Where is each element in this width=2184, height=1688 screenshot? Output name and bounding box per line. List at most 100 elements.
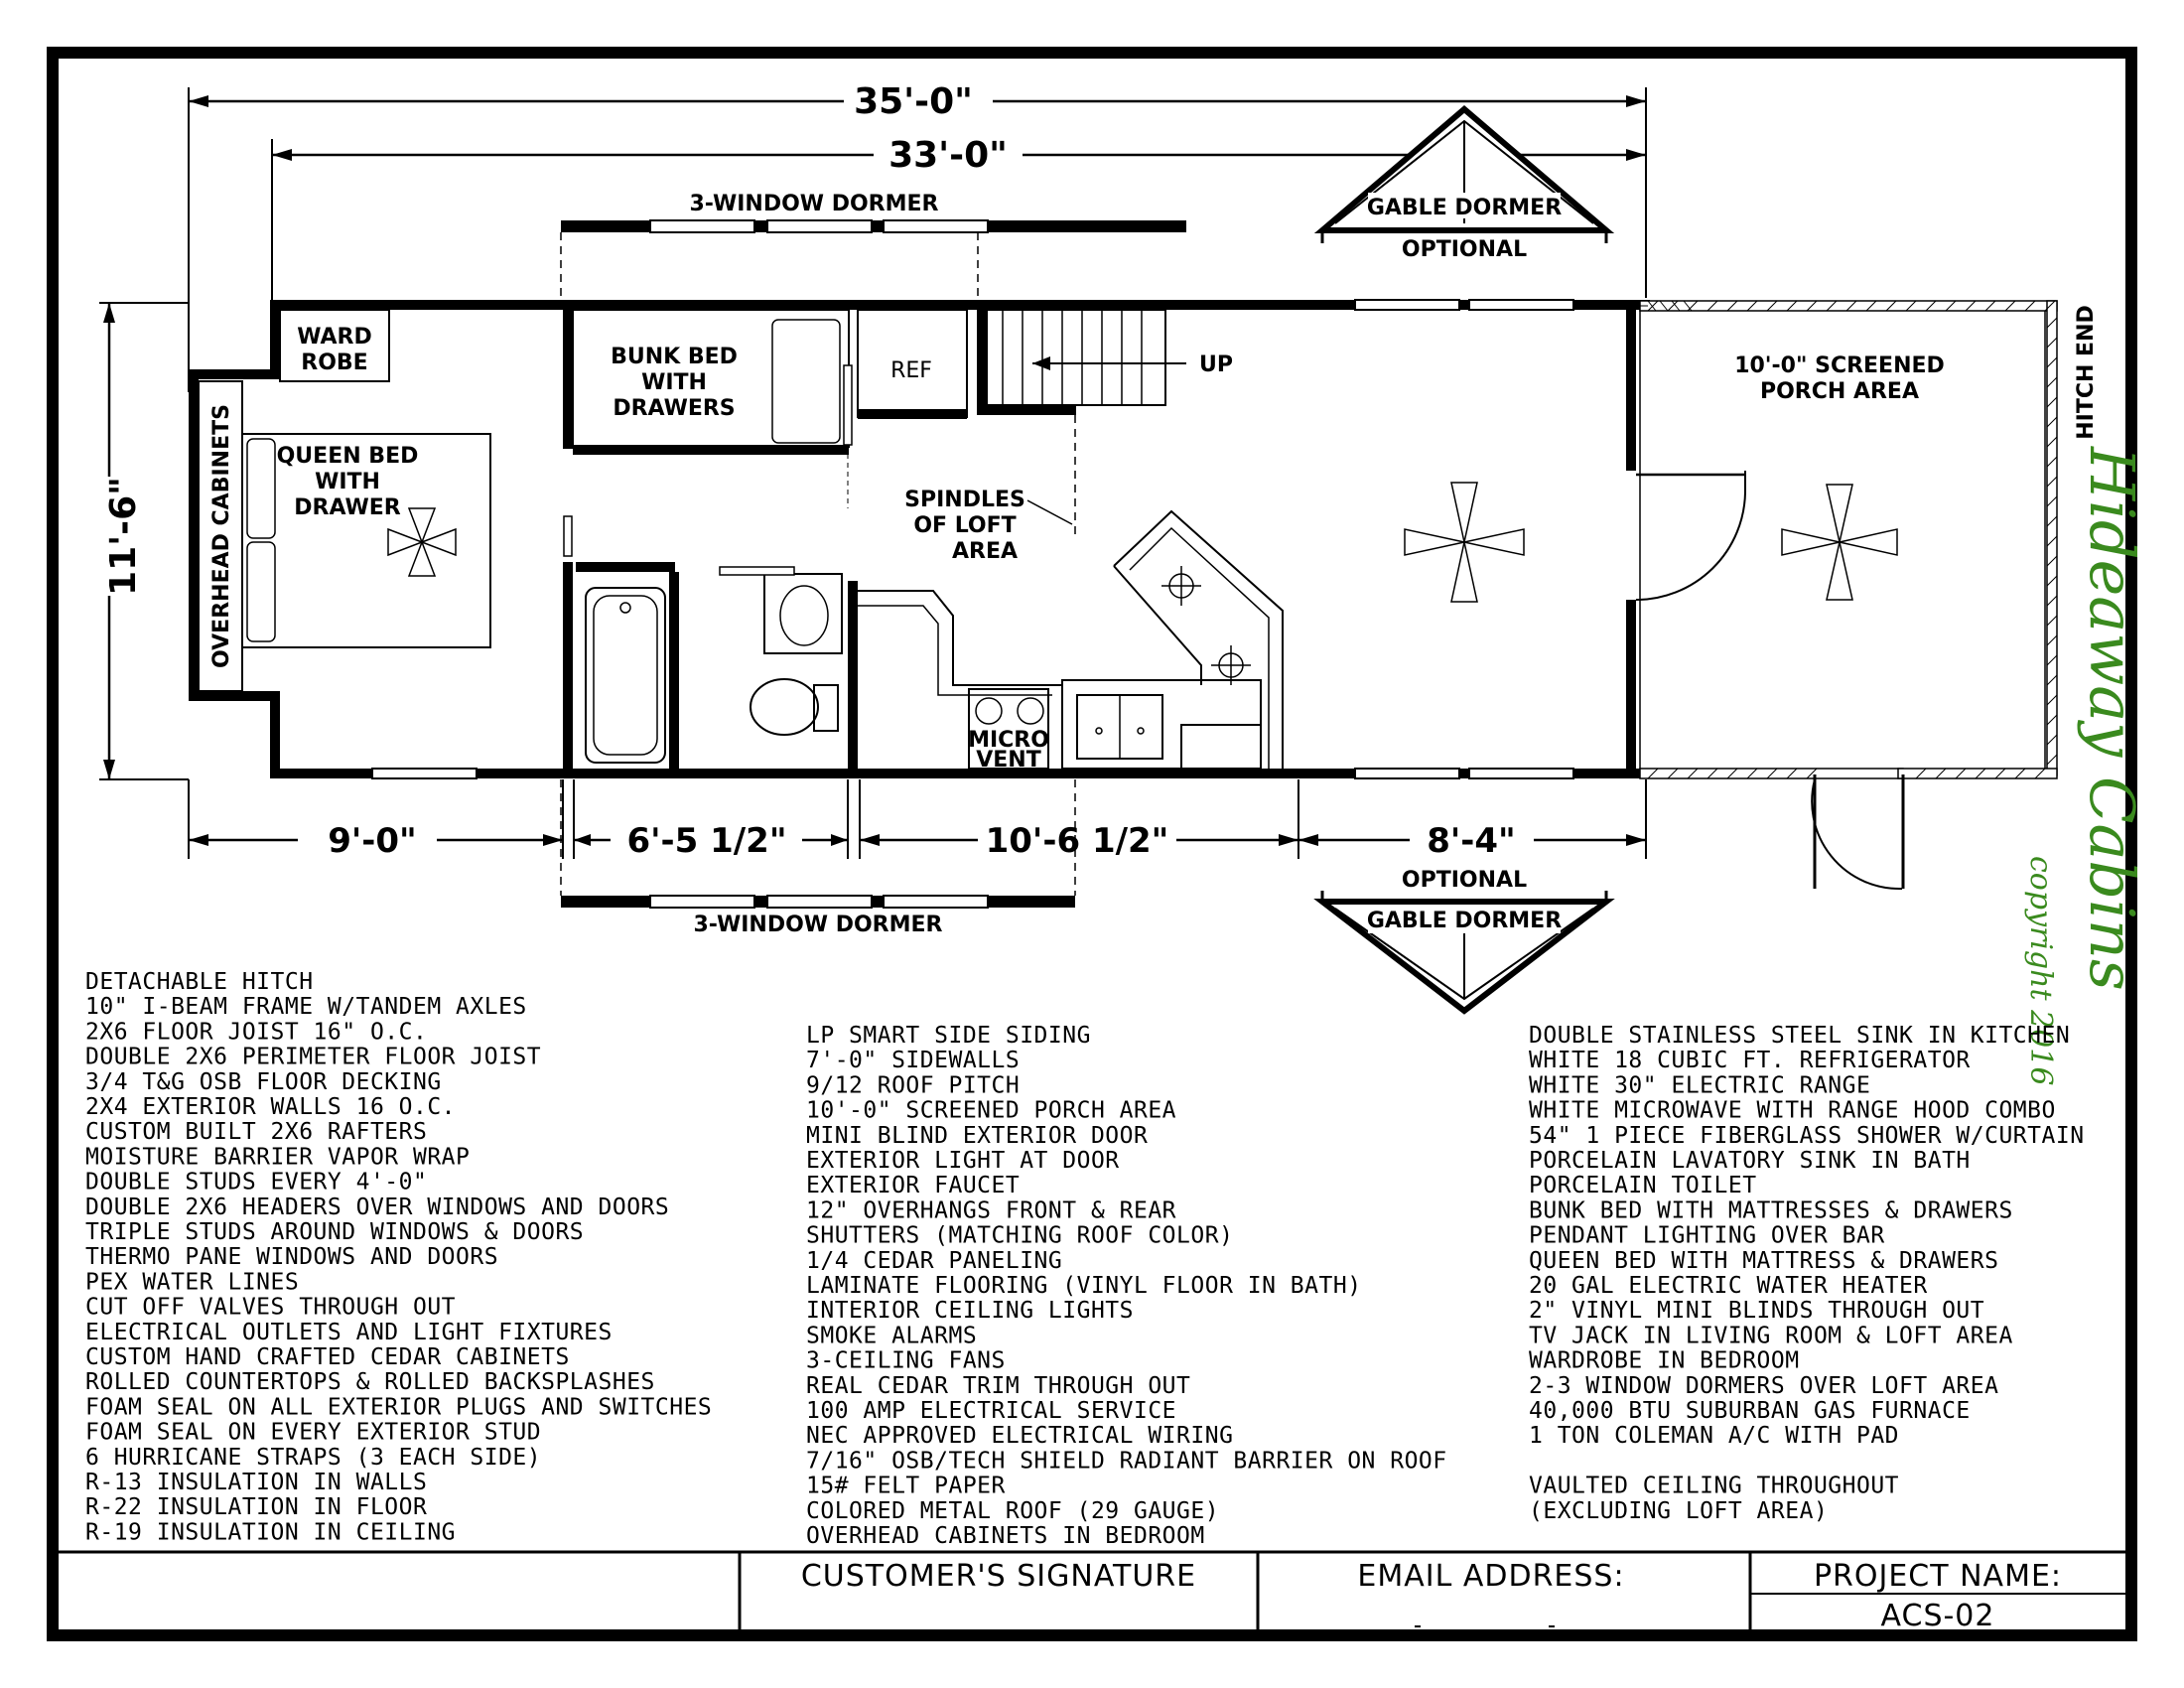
- bunk-bed-label-line1: BUNK BED: [611, 345, 738, 369]
- spec-item: DOUBLE 2X6 PERIMETER FLOOR JOIST: [85, 1045, 541, 1070]
- pendant-light-icon: [1161, 566, 1201, 606]
- project-name-label: PROJECT NAME:: [1814, 1559, 2062, 1594]
- spec-item: EXTERIOR FAUCET: [806, 1173, 1020, 1198]
- spec-item: DOUBLE STUDS EVERY 4'-0": [85, 1170, 427, 1196]
- spec-item: WARDROBE IN BEDROOM: [1529, 1348, 1800, 1374]
- spec-item: 3/4 T&G OSB FLOOR DECKING: [85, 1069, 442, 1095]
- overhead-cabinets-label: OVERHEAD CABINETS: [209, 404, 234, 668]
- segment-living-label: 8'-4": [1427, 821, 1516, 861]
- spec-item: 1 TON COLEMAN A/C WITH PAD: [1529, 1423, 1899, 1449]
- bunk-and-bath: BUNK BED WITH DRAWERS: [572, 309, 858, 769]
- dormer-bottom-label: 3-WINDOW DORMER: [694, 913, 943, 937]
- spec-item: VAULTED CEILING THROUGHOUT: [1529, 1474, 1899, 1499]
- dormer-top-label: 3-WINDOW DORMER: [690, 192, 939, 216]
- dimension-width: 11'-6": [99, 302, 189, 780]
- dimension-box-length: 33'-0": [271, 135, 1646, 303]
- spec-item: 9/12 ROOF PITCH: [806, 1072, 1020, 1098]
- spec-item: OVERHEAD CABINETS IN BEDROOM: [806, 1523, 1205, 1549]
- porch-label-line2: PORCH AREA: [1760, 379, 1919, 404]
- spec-item: LP SMART SIDE SIDING: [806, 1023, 1091, 1049]
- spec-item: 7'-0" SIDEWALLS: [806, 1048, 1020, 1073]
- width-label: 11'-6": [103, 477, 144, 596]
- dimension-overall-length: 35'-0": [188, 81, 1647, 392]
- spec-item: SMOKE ALARMS: [806, 1323, 977, 1348]
- spindles-label-line2: OF LOFT: [913, 513, 1016, 538]
- optional-bottom-label: OPTIONAL: [1402, 868, 1527, 893]
- kitchen: REF UP SPINDLES OF LOFT AREA MICR: [857, 309, 1284, 773]
- ceiling-fan-icon: [1781, 484, 1898, 601]
- ref-label: REF: [890, 358, 932, 383]
- title-block: CUSTOMER'S SIGNATURE EMAIL ADDRESS: PROJ…: [59, 1550, 2125, 1633]
- stairs-up-label: UP: [1199, 352, 1233, 377]
- dormer-bottom: 3-WINDOW DORMER: [560, 779, 1076, 937]
- spec-item: 6 HURRICANE STRAPS (3 EACH SIDE): [85, 1445, 541, 1471]
- living-room: [1404, 482, 1525, 603]
- spec-item: QUEEN BED WITH MATTRESS & DRAWERS: [1529, 1248, 1998, 1274]
- spec-item: ROLLED COUNTERTOPS & ROLLED BACKSPLASHES: [85, 1369, 655, 1395]
- specs-right-list: DOUBLE STAINLESS STEEL SINK IN KITCHEN WH…: [1529, 1023, 2085, 1524]
- spec-item: (EXCLUDING LOFT AREA): [1529, 1498, 1828, 1524]
- queen-bed-label-line3: DRAWER: [294, 495, 401, 520]
- spec-item: 10'-0" SCREENED PORCH AREA: [806, 1098, 1176, 1124]
- sheet-border: [47, 47, 2137, 1641]
- optional-top-label: OPTIONAL: [1402, 237, 1527, 262]
- spec-item: CUSTOM HAND CRAFTED CEDAR CABINETS: [85, 1344, 570, 1370]
- dimension-segments: 9'-0" 6'-5 1/2" 10'-6 1/2" 8'-4": [188, 779, 1647, 861]
- gable-bottom-label: GABLE DORMER: [1367, 909, 1562, 933]
- pendant-light-icon: [1211, 645, 1251, 685]
- spec-item: PEX WATER LINES: [85, 1269, 299, 1295]
- segment-bedroom-label: 9'-0": [328, 821, 417, 861]
- spec-item: DOUBLE STAINLESS STEEL SINK IN KITCHEN: [1529, 1023, 2070, 1049]
- spindles-label-line3: AREA: [952, 539, 1018, 564]
- spec-item: PORCELAIN LAVATORY SINK IN BATH: [1529, 1148, 1971, 1174]
- wardrobe-label-line2: ROBE: [301, 351, 367, 375]
- overall-length-label: 35'-0": [854, 81, 973, 122]
- spec-item: MINI BLIND EXTERIOR DOOR: [806, 1123, 1148, 1149]
- spec-item: TV JACK IN LIVING ROOM & LOFT AREA: [1529, 1323, 2013, 1348]
- queen-bed-label-line1: QUEEN BED: [277, 444, 419, 469]
- spec-item: 12" OVERHANGS FRONT & REAR: [806, 1197, 1176, 1223]
- spec-item: WHITE 30" ELECTRIC RANGE: [1529, 1072, 1870, 1098]
- spec-item: BUNK BED WITH MATTRESSES & DRAWERS: [1529, 1197, 2013, 1223]
- spec-item: 54" 1 PIECE FIBERGLASS SHOWER W/CURTAIN: [1529, 1123, 2085, 1149]
- spec-item: EXTERIOR LIGHT AT DOOR: [806, 1148, 1120, 1174]
- ceiling-fan-icon: [1404, 482, 1525, 603]
- spec-item: LAMINATE FLOORING (VINYL FLOOR IN BATH): [806, 1273, 1362, 1299]
- queen-bed-label-line2: WITH: [315, 470, 380, 494]
- micro-vent-label-line1: MICRO: [968, 728, 1049, 753]
- exterior-walls: [189, 299, 1650, 779]
- bedroom: WARD ROBE OVERHEAD CABINETS QUEEN BED WI…: [198, 309, 573, 769]
- dormer-top: 3-WINDOW DORMER: [560, 192, 1186, 303]
- spec-item: CUT OFF VALVES THROUGH OUT: [85, 1295, 456, 1321]
- spec-item: 20 GAL ELECTRIC WATER HEATER: [1529, 1273, 1928, 1299]
- spec-item: R-13 INSULATION IN WALLS: [85, 1470, 427, 1495]
- spec-item: REAL CEDAR TRIM THROUGH OUT: [806, 1373, 1190, 1399]
- customer-signature-field: CUSTOMER'S SIGNATURE: [801, 1559, 1196, 1594]
- porch-label-line1: 10'-0" SCREENED: [1734, 353, 1945, 378]
- spec-item: INTERIOR CEILING LIGHTS: [806, 1298, 1134, 1324]
- project-name-value: ACS-02: [1881, 1599, 1995, 1633]
- spec-item: 2X4 EXTERIOR WALLS 16 O.C.: [85, 1094, 456, 1120]
- spec-item: 2" VINYL MINI BLINDS THROUGH OUT: [1529, 1298, 1984, 1324]
- spec-item: CUSTOM BUILT 2X6 RAFTERS: [85, 1119, 427, 1145]
- hitch-end-label: HITCH END: [2074, 305, 2099, 440]
- segment-bath-label: 6'-5 1/2": [626, 821, 786, 861]
- spec-item: 2X6 FLOOR JOIST 16" O.C.: [85, 1019, 427, 1045]
- segment-kitchen-label: 10'-6 1/2": [986, 821, 1169, 861]
- gable-top-label: GABLE DORMER: [1367, 196, 1562, 220]
- spec-item: SHUTTERS (MATCHING ROOF COLOR): [806, 1223, 1233, 1249]
- box-length-label: 33'-0": [888, 135, 1008, 176]
- bunk-bed-label-line3: DRAWERS: [613, 396, 735, 421]
- screened-porch: 10'-0" SCREENED PORCH AREA: [1635, 300, 2058, 891]
- spec-item: TRIPLE STUDS AROUND WINDOWS & DOORS: [85, 1219, 584, 1245]
- spec-item: R-22 INSULATION IN FLOOR: [85, 1494, 427, 1520]
- spec-item: 7/16" OSB/TECH SHIELD RADIANT BARRIER ON…: [806, 1448, 1447, 1474]
- spec-item: 40,000 BTU SUBURBAN GAS FURNACE: [1529, 1398, 1971, 1424]
- spec-item: 3-CEILING FANS: [806, 1348, 1006, 1374]
- spec-item: COLORED METAL ROOF (29 GAUGE): [806, 1498, 1219, 1524]
- spec-item: PORCELAIN TOILET: [1529, 1173, 1757, 1198]
- spec-item: ELECTRICAL OUTLETS AND LIGHT FIXTURES: [85, 1320, 613, 1345]
